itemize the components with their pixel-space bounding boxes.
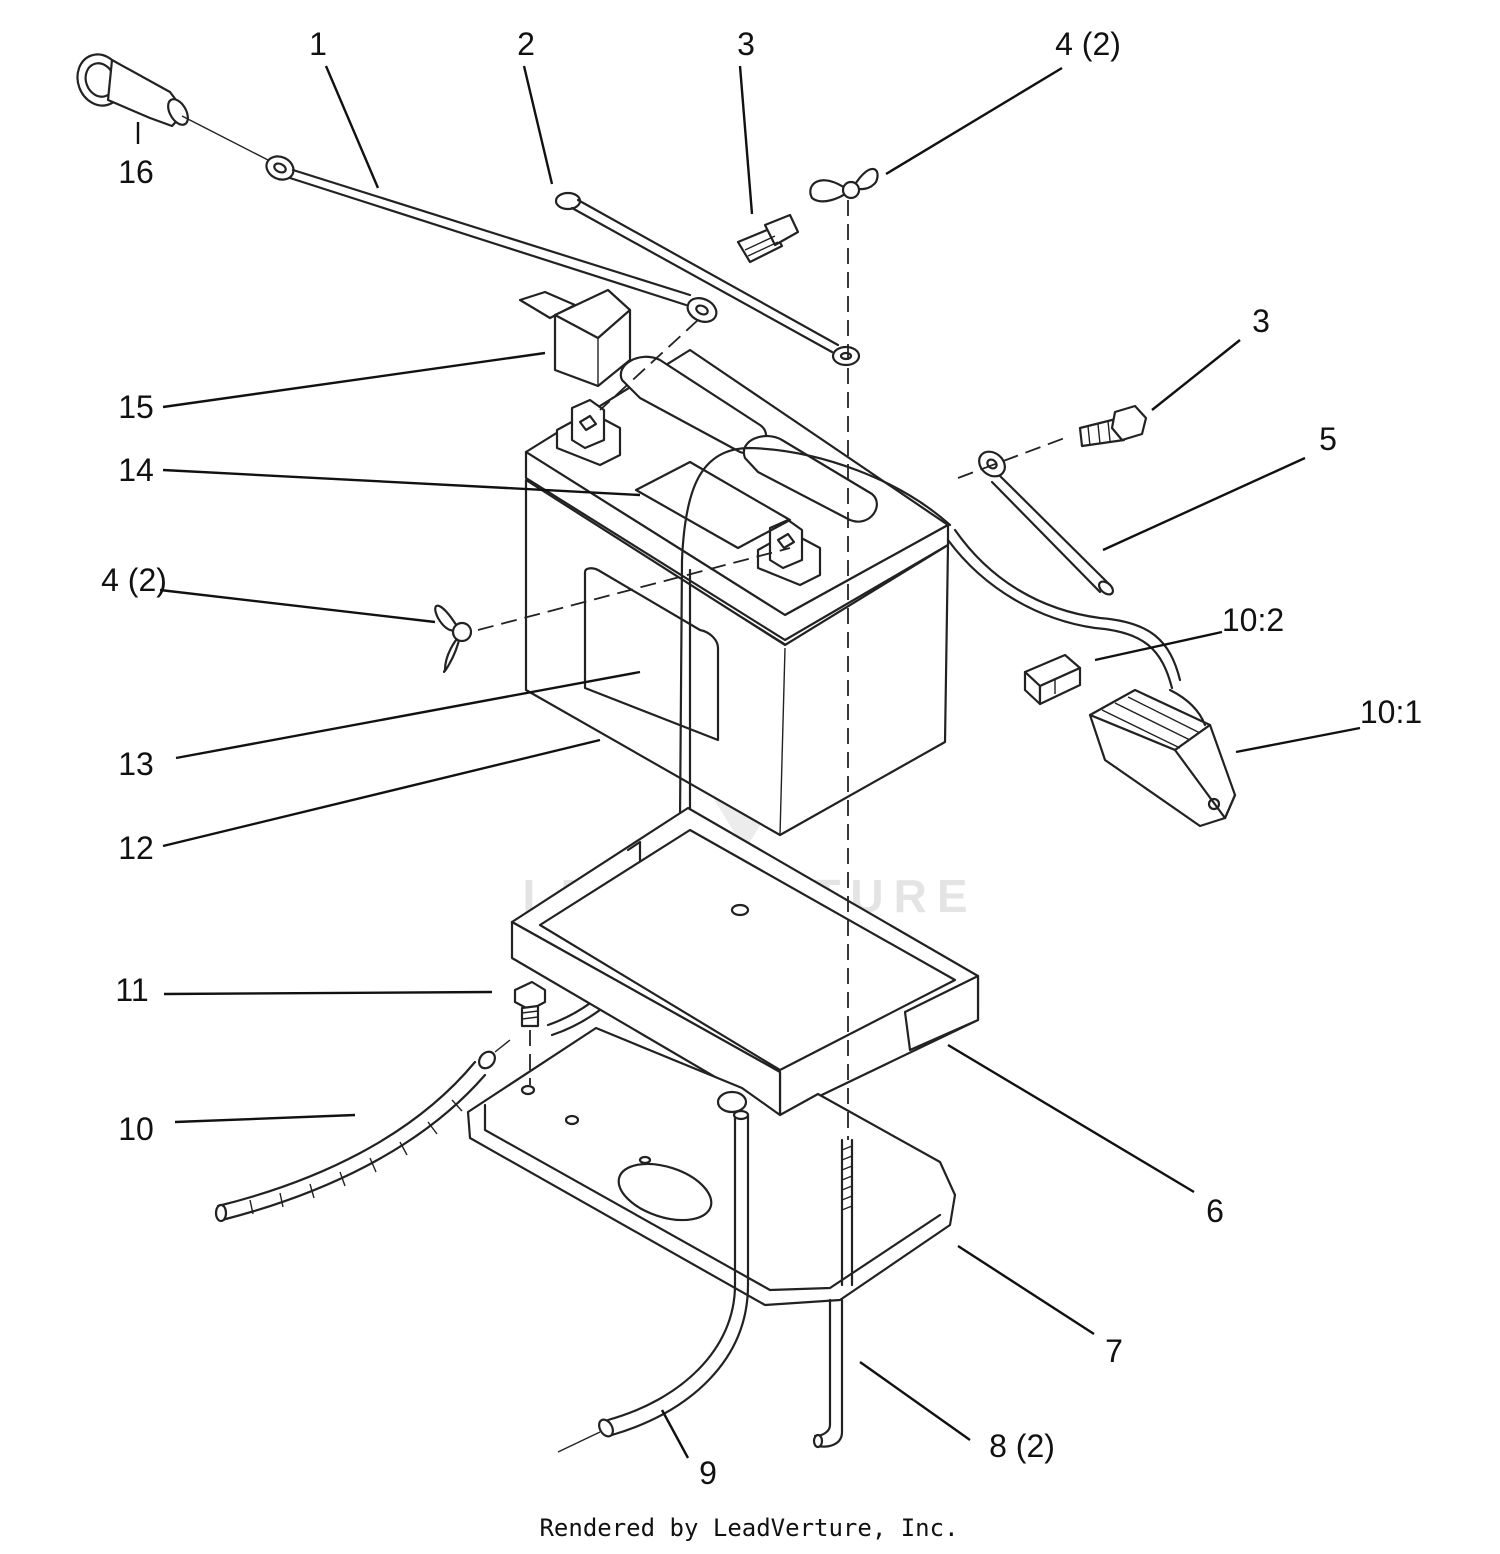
part-12-battery[interactable] xyxy=(524,348,950,837)
part-4-wing-nut-top[interactable] xyxy=(809,167,879,203)
part-16-terminal-boot[interactable] xyxy=(70,48,191,128)
part-2-cable[interactable] xyxy=(554,191,861,367)
part-10-2-fuse[interactable] xyxy=(1023,653,1082,706)
callout-12: 12 xyxy=(118,830,154,866)
callout-8: 8 (2) xyxy=(989,1428,1055,1464)
part-10-spiral-wrap[interactable] xyxy=(214,1039,511,1223)
part-10-1-fuse-holder[interactable] xyxy=(1088,688,1237,828)
callout-10: 10 xyxy=(118,1111,154,1147)
callout-4-left: 4 (2) xyxy=(101,562,167,598)
part-14-decal[interactable] xyxy=(634,460,792,550)
callout-labels: 1 2 3 4 (2) 16 3 15 5 14 4 (2) 10:2 10:1… xyxy=(101,26,1422,1491)
callout-16: 16 xyxy=(118,154,154,190)
part-13-decal[interactable] xyxy=(583,567,720,742)
footer-credit: Rendered by LeadVerture, Inc. xyxy=(539,1514,958,1542)
callout-2: 2 xyxy=(517,26,535,62)
part-7-mounting-plate[interactable] xyxy=(466,1026,957,1307)
part-3-bolt-top[interactable] xyxy=(736,213,800,264)
leader-lines xyxy=(136,65,1361,1459)
callout-15: 15 xyxy=(118,389,154,425)
callout-11: 11 xyxy=(115,972,148,1008)
part-15-terminal-cover[interactable] xyxy=(518,288,632,388)
part-11-bolt[interactable] xyxy=(513,980,547,1028)
part-1-cable[interactable] xyxy=(181,115,720,326)
callout-3-right: 3 xyxy=(1252,303,1270,339)
part-9-cable[interactable] xyxy=(557,1109,750,1453)
callout-10-2: 10:2 xyxy=(1222,602,1284,638)
part-4-wing-nut-left[interactable] xyxy=(434,604,473,673)
callout-1: 1 xyxy=(309,26,327,62)
callout-9: 9 xyxy=(699,1455,717,1491)
part-8-j-bolt[interactable] xyxy=(812,1138,854,1449)
part-5-cable[interactable] xyxy=(974,447,1115,597)
callout-14: 14 xyxy=(118,452,154,488)
callout-13: 13 xyxy=(118,746,154,782)
callout-7: 7 xyxy=(1105,1333,1123,1369)
part-3-bolt-right[interactable] xyxy=(1078,404,1148,448)
assembly-center-lines xyxy=(477,200,1071,1140)
callout-3-top: 3 xyxy=(737,26,755,62)
callout-5: 5 xyxy=(1319,421,1337,457)
callout-4-top: 4 (2) xyxy=(1055,26,1121,62)
callout-6: 6 xyxy=(1206,1193,1224,1229)
callout-10-1: 10:1 xyxy=(1360,694,1422,730)
